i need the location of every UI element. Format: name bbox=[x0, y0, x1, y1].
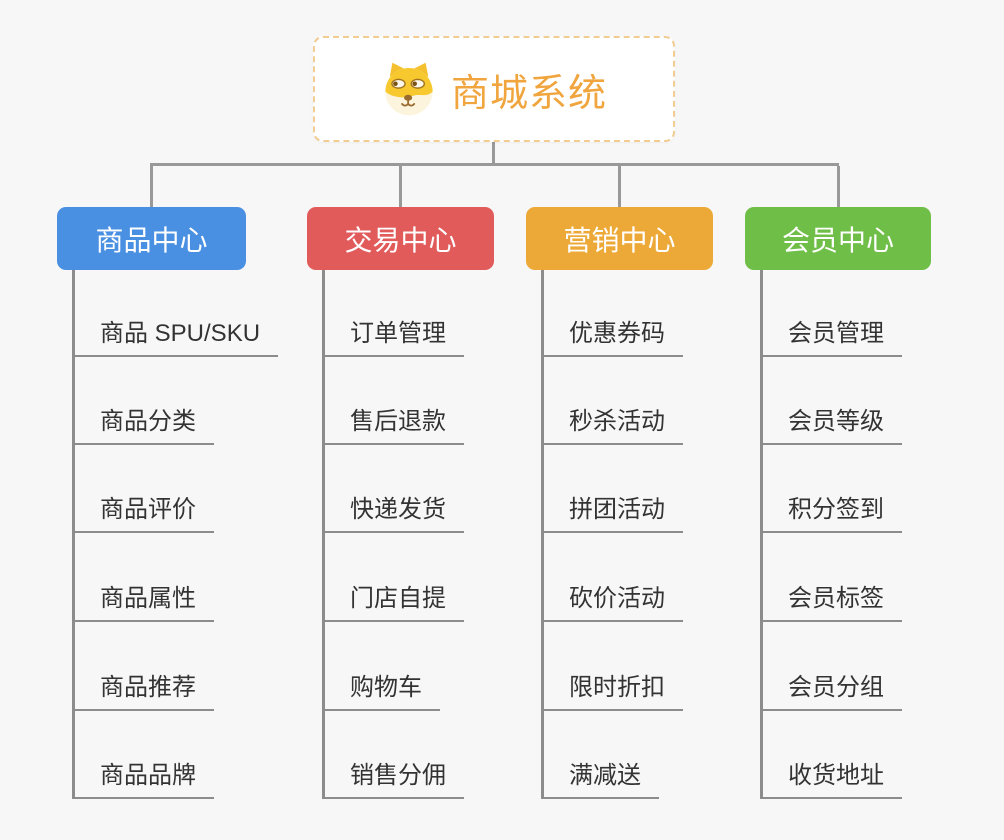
leaf-node[interactable]: 售后退款 bbox=[322, 405, 464, 445]
leaf-node[interactable]: 商品 SPU/SKU bbox=[72, 317, 279, 357]
dog-icon bbox=[385, 62, 433, 116]
leaf-node[interactable]: 门店自提 bbox=[322, 582, 464, 622]
root-node-title: 商城系统 bbox=[450, 72, 607, 115]
leaf-node[interactable]: 砍价活动 bbox=[541, 582, 683, 622]
root-node[interactable]: 商城系统 bbox=[313, 36, 675, 142]
leaf-node[interactable]: 会员分组 bbox=[760, 671, 902, 711]
branch-node-member[interactable]: 会员中心 bbox=[745, 207, 931, 270]
leaf-node[interactable]: 拼团活动 bbox=[541, 493, 683, 533]
leaf-node[interactable]: 收货地址 bbox=[760, 759, 902, 799]
branch-trunk-line bbox=[760, 270, 763, 799]
connector-drop bbox=[399, 166, 402, 208]
leaf-node[interactable]: 满减送 bbox=[541, 759, 659, 799]
branch-trunk-line bbox=[72, 270, 75, 799]
leaf-node[interactable]: 商品评价 bbox=[72, 493, 214, 533]
branch-node-marketing[interactable]: 营销中心 bbox=[526, 207, 713, 270]
branch-node-product[interactable]: 商品中心 bbox=[57, 207, 246, 270]
leaf-node[interactable]: 商品推荐 bbox=[72, 671, 214, 711]
branch-trunk-line bbox=[541, 270, 544, 799]
leaf-node[interactable]: 购物车 bbox=[322, 671, 440, 711]
leaf-node[interactable]: 商品属性 bbox=[72, 582, 214, 622]
connector-root-stem bbox=[492, 142, 495, 163]
leaf-node[interactable]: 会员管理 bbox=[760, 317, 902, 357]
leaf-node[interactable]: 商品品牌 bbox=[72, 759, 214, 799]
leaf-node[interactable]: 优惠券码 bbox=[541, 317, 683, 357]
leaf-node[interactable]: 销售分佣 bbox=[322, 759, 464, 799]
leaf-node[interactable]: 商品分类 bbox=[72, 405, 214, 445]
leaf-node[interactable]: 快递发货 bbox=[322, 493, 464, 533]
leaf-node[interactable]: 秒杀活动 bbox=[541, 405, 683, 445]
connector-drop bbox=[837, 166, 840, 208]
leaf-node[interactable]: 会员等级 bbox=[760, 405, 902, 445]
connector-drop bbox=[150, 166, 153, 208]
branch-trunk-line bbox=[322, 270, 325, 799]
leaf-node[interactable]: 积分签到 bbox=[760, 493, 902, 533]
leaf-node[interactable]: 订单管理 bbox=[322, 317, 464, 357]
branch-node-trade[interactable]: 交易中心 bbox=[307, 207, 494, 270]
connector-drop bbox=[618, 166, 621, 208]
leaf-node[interactable]: 会员标签 bbox=[760, 582, 902, 622]
connector-horizontal-bus bbox=[150, 163, 839, 166]
leaf-node[interactable]: 限时折扣 bbox=[541, 671, 683, 711]
